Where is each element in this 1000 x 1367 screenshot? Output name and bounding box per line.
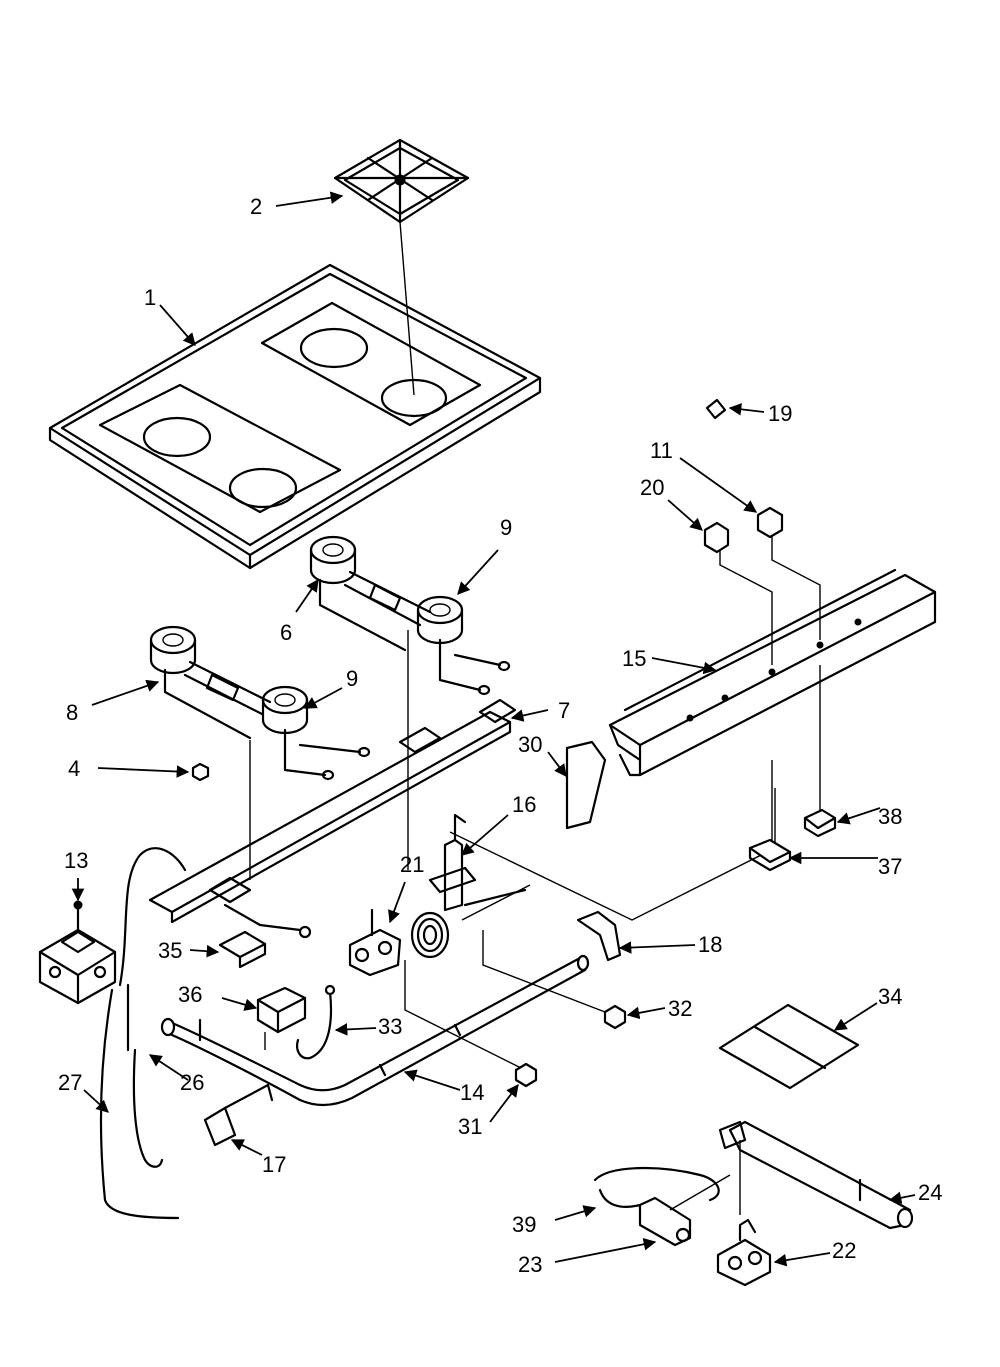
callout-4: 4 <box>68 756 80 781</box>
part-20-knob <box>703 521 730 554</box>
part-31-nut <box>514 1062 538 1088</box>
part-18-bracket <box>449 788 776 962</box>
part-4-nut <box>191 762 210 782</box>
part-36-box <box>256 986 307 1050</box>
callout-8: 8 <box>66 700 78 725</box>
part-22-valve <box>716 1140 772 1287</box>
callout-labels: 2 1 19 11 20 9 6 15 9 8 7 30 4 16 38 13 … <box>58 194 942 1277</box>
leader-lines <box>71 191 916 1267</box>
callout-33: 33 <box>378 1014 402 1039</box>
part-38-bracket <box>803 808 837 838</box>
burner-assembly-upper <box>309 535 511 696</box>
callout-35: 35 <box>158 938 182 963</box>
callout-19: 19 <box>768 401 792 426</box>
callout-17: 17 <box>262 1152 286 1177</box>
part-7-bracket <box>148 698 517 939</box>
callout-26: 26 <box>180 1070 204 1095</box>
callout-31: 31 <box>458 1114 482 1139</box>
part-35-bracket <box>218 930 267 969</box>
callout-23: 23 <box>518 1252 542 1277</box>
part-13-regulator <box>38 900 117 1005</box>
callout-30: 30 <box>518 732 542 757</box>
part-1-cooktop <box>48 263 542 570</box>
part-26-tube <box>118 847 187 1168</box>
part-27-tube <box>99 988 180 1220</box>
callout-7: 7 <box>558 698 570 723</box>
part-23-igniter <box>638 1174 731 1247</box>
part-15-rail <box>608 535 937 845</box>
part-34-sheet <box>718 1003 860 1090</box>
part-11-knob <box>756 506 784 539</box>
callout-39: 39 <box>512 1212 536 1237</box>
callout-9-upper: 9 <box>500 515 512 540</box>
callout-34: 34 <box>878 984 902 1009</box>
part-24-broiler-tube <box>718 1120 914 1230</box>
callout-1: 1 <box>144 285 156 310</box>
part-32-nut <box>603 1004 627 1030</box>
part-33-wire <box>296 984 336 1060</box>
callout-32: 32 <box>668 996 692 1021</box>
part-21-valve <box>348 908 606 1071</box>
callout-38: 38 <box>878 804 902 829</box>
callout-16: 16 <box>512 792 536 817</box>
callout-14: 14 <box>460 1080 484 1105</box>
part-17-clip <box>203 1083 274 1147</box>
burner-assembly-lower <box>149 625 371 781</box>
part-14-manifold <box>160 954 590 1107</box>
callout-6: 6 <box>280 620 292 645</box>
callout-21: 21 <box>400 852 424 877</box>
callout-22: 22 <box>832 1238 856 1263</box>
callout-24: 24 <box>918 1180 942 1205</box>
callout-36: 36 <box>178 982 202 1007</box>
callout-27: 27 <box>58 1070 82 1095</box>
part-16-igniter <box>428 813 531 921</box>
callout-18: 18 <box>698 932 722 957</box>
callout-2: 2 <box>250 194 262 219</box>
part-30-shield <box>565 740 607 830</box>
callout-9-lower: 9 <box>346 666 358 691</box>
part-2-grate <box>333 138 470 396</box>
part-37-bracket <box>748 838 792 872</box>
part-39-wire <box>593 1166 720 1208</box>
part-19-clip <box>705 398 727 420</box>
callout-15: 15 <box>622 646 646 671</box>
callout-37: 37 <box>878 854 902 879</box>
callout-13: 13 <box>64 848 88 873</box>
callout-11: 11 <box>650 438 673 463</box>
callout-20: 20 <box>640 475 664 500</box>
